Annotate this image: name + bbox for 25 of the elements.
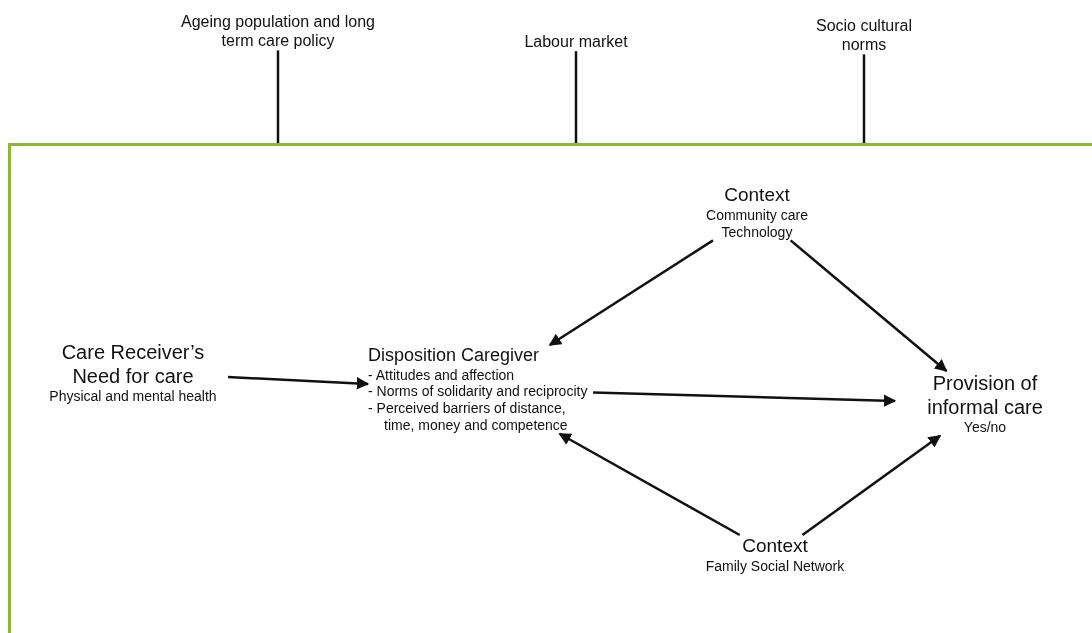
- node-heading: Ageing population and long term care policy: [180, 12, 376, 51]
- connector-line: [862, 54, 866, 143]
- node-text: Yes/no: [962, 419, 1008, 436]
- arrow: [548, 239, 714, 347]
- connector-line: [276, 50, 280, 143]
- arrow: [801, 434, 942, 536]
- arrow: [789, 239, 948, 372]
- node-heading: Context: [723, 184, 791, 207]
- node-text: - Attitudes and affection: [368, 366, 516, 384]
- node-text: Family Social Network: [704, 557, 846, 575]
- arrow: [558, 432, 741, 537]
- arrow: [592, 391, 897, 407]
- node-heading: Socio cultural norms: [814, 16, 913, 55]
- node-heading: Disposition Caregiver: [368, 345, 541, 367]
- connector-line: [574, 51, 578, 143]
- node-text: - Perceived barriers of distance, time, money and competence: [368, 400, 569, 434]
- node-heading: Labour market: [523, 32, 629, 52]
- node-text: Community care Technology: [705, 206, 809, 241]
- node-heading: Care Receiver’s Need for care: [60, 340, 206, 388]
- arrow: [227, 375, 370, 390]
- node-text: - Norms of solidarity and reciprocity: [368, 383, 589, 401]
- node-heading: Context: [741, 535, 809, 558]
- context-frame: [8, 143, 1092, 633]
- node-text: Physical and mental health: [48, 388, 218, 405]
- node-heading: Provision of informal care: [926, 371, 1044, 419]
